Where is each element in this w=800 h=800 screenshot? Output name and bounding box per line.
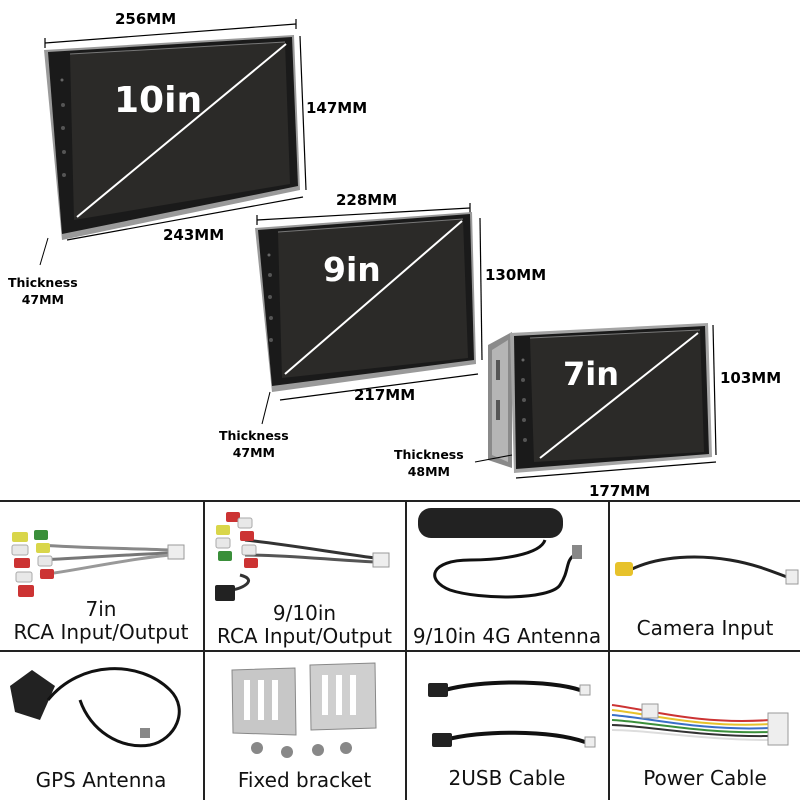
label-rca-7in: 7in RCA Input/Output xyxy=(13,597,189,644)
label-power-cable: Power Cable xyxy=(643,766,767,790)
thickness-7in-label: Thickness xyxy=(394,447,464,462)
antenna-4g-image xyxy=(418,508,582,599)
thickness-7in: Thickness 48MM xyxy=(394,446,464,480)
fixed-bracket-image xyxy=(231,662,377,758)
size-label-9in: 9in xyxy=(323,250,381,289)
grid-divider-v2 xyxy=(405,502,407,800)
usb-cable-image xyxy=(428,680,596,748)
size-label-7in: 7in xyxy=(563,355,620,393)
label-4g-antenna: 9/10in 4G Antenna xyxy=(412,624,602,648)
thickness-7in-value: 48MM xyxy=(407,464,450,479)
dim-9in-height: 130MM xyxy=(485,266,547,284)
label-camera-input: Camera Input xyxy=(636,616,774,640)
dim-10in-height: 147MM xyxy=(306,99,368,117)
thickness-10in: Thickness 47MM xyxy=(8,274,78,308)
size-label-10in: 10in xyxy=(114,80,203,121)
dim-7in-height: 103MM xyxy=(720,369,782,387)
dim-9in-bottom-width: 217MM xyxy=(354,386,416,404)
power-cable-image xyxy=(611,703,789,746)
dim-10in-top-width: 256MM xyxy=(115,10,177,28)
label-rca-9-10in: 9/10in RCA Input/Output xyxy=(217,601,392,648)
thickness-9in-label: Thickness xyxy=(219,428,289,443)
dim-10in-bottom-width: 243MM xyxy=(163,226,225,244)
thickness-9in: Thickness 47MM xyxy=(219,427,289,461)
grid-divider-top xyxy=(0,500,800,502)
grid-divider-v3 xyxy=(608,502,610,800)
label-usb-cable: 2USB Cable xyxy=(448,766,566,790)
gps-antenna-image xyxy=(10,667,181,748)
grid-divider-v1 xyxy=(203,502,205,800)
thickness-10in-value: 47MM xyxy=(21,292,64,307)
thickness-9in-value: 47MM xyxy=(232,445,275,460)
grid-divider-middle xyxy=(0,650,800,652)
rca-harness-7in-image xyxy=(11,530,185,597)
label-fixed-bracket: Fixed bracket xyxy=(237,768,372,792)
rca-harness-9-10in-image xyxy=(215,512,390,601)
label-gps-antenna: GPS Antenna xyxy=(35,768,167,792)
camera-input-cable-image xyxy=(615,555,799,585)
thickness-10in-label: Thickness xyxy=(8,275,78,290)
dim-9in-top-width: 228MM xyxy=(336,191,398,209)
dim-7in-bottom-width: 177MM xyxy=(589,482,651,500)
